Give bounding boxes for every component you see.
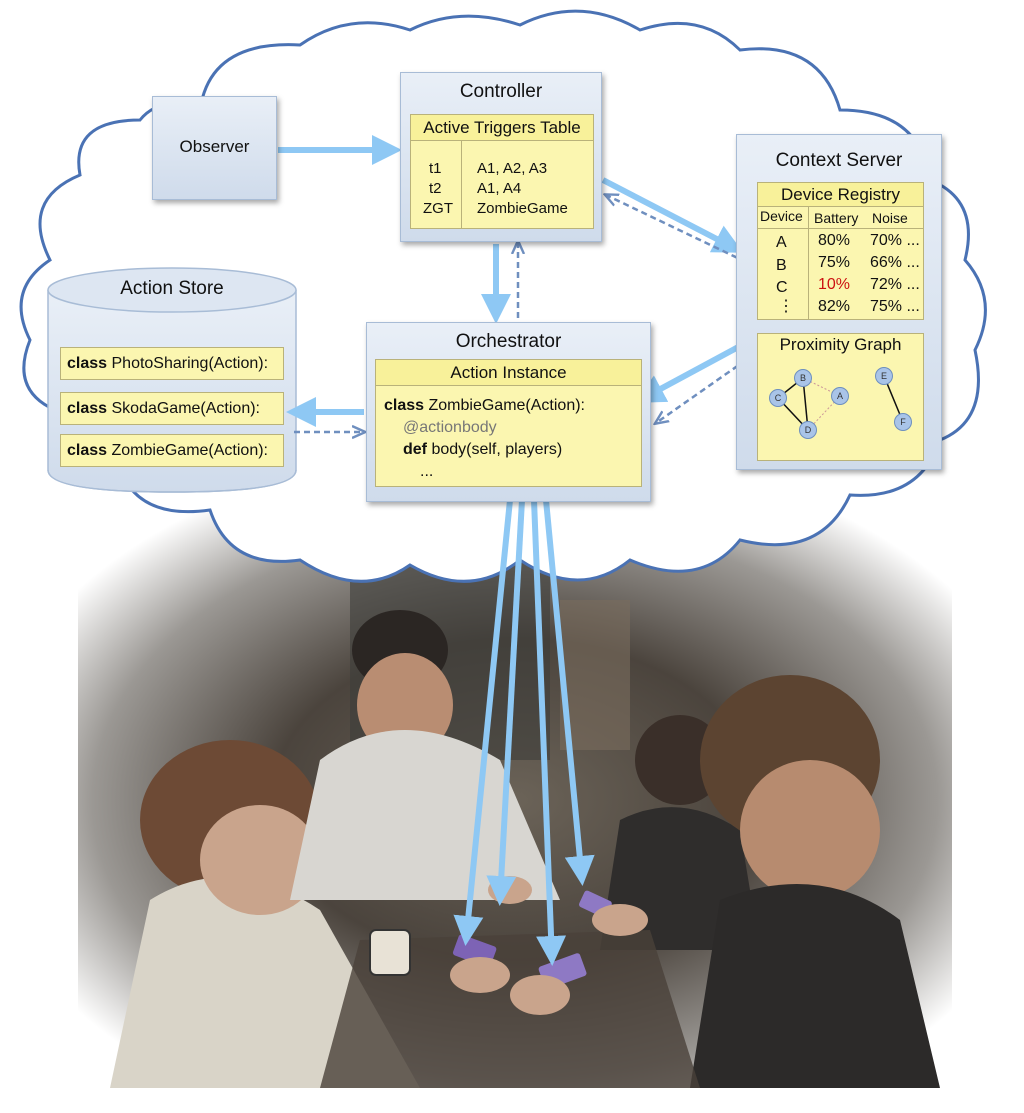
code-line-class: class ZombieGame(Action):	[384, 397, 585, 414]
registry-device-more: ⋮	[778, 298, 794, 315]
code-line-ellipsis: ...	[420, 463, 434, 480]
action-instance-title: Action Instance	[376, 360, 641, 386]
registry-battery-low: 10%	[818, 276, 851, 293]
dashed-arrows	[294, 195, 747, 432]
actions-cell: A1, A2, A3	[477, 160, 548, 177]
solid-arrows	[278, 135, 744, 966]
active-triggers-table-title: Active Triggers Table	[411, 115, 593, 141]
controller-title: Controller	[459, 81, 543, 102]
proximity-graph: Proximity Graph B C A D E F	[757, 333, 924, 461]
proximity-node: D	[799, 421, 817, 439]
orchestrator-box: Orchestrator Action Instance class Zombi…	[366, 322, 651, 502]
registry-header-rule	[758, 228, 923, 229]
registry-noise: 70% ...	[870, 232, 920, 249]
trigger-cell: ZGT	[423, 200, 453, 217]
action-store-title: Action Store	[120, 278, 224, 299]
registry-device: C	[776, 279, 788, 296]
registry-battery: 82%	[818, 298, 851, 315]
proximity-graph-title: Proximity Graph	[779, 335, 902, 354]
trigger-cell: t1	[429, 160, 442, 177]
registry-header-device: Device	[760, 208, 803, 224]
action-store-item: class PhotoSharing(Action):	[60, 347, 284, 380]
registry-divider	[808, 206, 809, 319]
registry-header-battery: Battery	[814, 210, 859, 226]
trigger-cell: t2	[429, 180, 442, 197]
registry-device: A	[776, 234, 787, 251]
code-line-def: def body(self, players)	[403, 441, 563, 458]
proximity-node: F	[894, 413, 912, 431]
action-instance: Action Instance class ZombieGame(Action)…	[375, 359, 642, 487]
proximity-node: A	[831, 387, 849, 405]
context-server-title: Context Server	[775, 150, 903, 171]
registry-header-noise: Noise	[872, 210, 908, 226]
actions-cell: A1, A4	[477, 180, 522, 197]
orchestrator-title: Orchestrator	[455, 331, 562, 352]
proximity-node: E	[875, 367, 893, 385]
controller-box: Controller Active Triggers Table t1 A1, …	[400, 72, 602, 242]
context-server-box: Context Server Device Registry Device Ba…	[736, 134, 942, 470]
observer-title: Observer	[179, 137, 250, 156]
registry-noise: 66% ...	[870, 254, 920, 271]
registry-device: B	[776, 257, 787, 274]
action-store-item: class SkodaGame(Action):	[60, 392, 284, 425]
device-registry-title: Device Registry	[758, 183, 923, 207]
code-line-decorator: @actionbody	[403, 419, 497, 436]
registry-battery: 75%	[818, 254, 851, 271]
active-triggers-table: Active Triggers Table t1 A1, A2, A3 t2 A…	[410, 114, 594, 229]
action-store-item: class ZombieGame(Action):	[60, 434, 284, 467]
proximity-node: B	[794, 369, 812, 387]
device-registry: Device Registry Device Battery Noise A 8…	[757, 182, 924, 320]
registry-noise: 72% ...	[870, 276, 920, 293]
registry-battery: 80%	[818, 232, 851, 249]
actions-cell: ZombieGame	[477, 200, 568, 217]
observer-box: Observer	[152, 96, 277, 200]
table-divider	[461, 141, 462, 228]
registry-noise: 75% ...	[870, 298, 920, 315]
proximity-node: C	[769, 389, 787, 407]
